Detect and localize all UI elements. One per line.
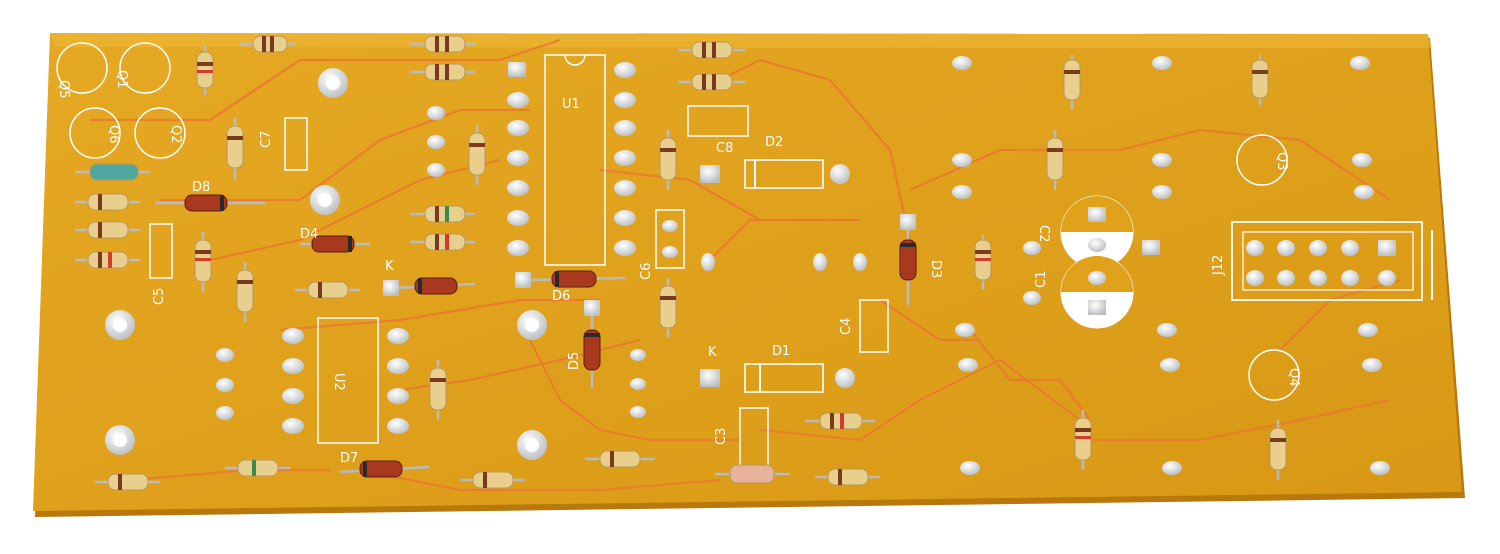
electrolytic-capacitors bbox=[1060, 195, 1134, 329]
label-d5: D5 bbox=[567, 352, 582, 370]
resistors bbox=[75, 35, 1287, 491]
label-u1: U1 bbox=[562, 97, 580, 112]
header-j12 bbox=[1231, 221, 1433, 301]
glass-diodes bbox=[155, 194, 917, 478]
mounting-holes bbox=[105, 68, 547, 460]
label-c1: C1 bbox=[1034, 271, 1049, 288]
label-d8: D8 bbox=[192, 180, 210, 195]
label-q5: Q5 bbox=[56, 80, 71, 99]
transistor-footprints bbox=[56, 42, 1300, 401]
ic-u1 bbox=[507, 54, 636, 266]
label-c5: C5 bbox=[152, 288, 167, 305]
label-q4: Q4 bbox=[1286, 368, 1301, 387]
label-k-d4: K bbox=[385, 259, 394, 274]
diode-footprints bbox=[700, 159, 855, 393]
label-u2: U2 bbox=[331, 373, 346, 391]
label-q2: Q2 bbox=[168, 125, 183, 144]
label-d6: D6 bbox=[552, 289, 570, 304]
label-d3: D3 bbox=[928, 260, 943, 278]
label-j12: J12 bbox=[1211, 255, 1226, 276]
label-d4: D4 bbox=[300, 227, 318, 242]
label-c2: C2 bbox=[1036, 225, 1051, 242]
label-k-d1: K bbox=[708, 345, 717, 360]
label-d7: D7 bbox=[340, 451, 358, 466]
label-c6: C6 bbox=[639, 263, 654, 280]
label-c7: C7 bbox=[259, 131, 274, 148]
ic-u2 bbox=[216, 317, 409, 444]
label-q6: Q6 bbox=[106, 125, 121, 144]
through-hole-pads bbox=[427, 56, 1390, 475]
silkscreen-labels: Q5 Q1 Q6 Q2 Q3 Q4 U1 U2 C1 C2 C3 C4 C5 C… bbox=[56, 70, 1301, 466]
label-d1: D1 bbox=[772, 344, 790, 359]
copper-traces bbox=[90, 38, 1401, 492]
label-q1: Q1 bbox=[114, 70, 129, 89]
label-d2: D2 bbox=[765, 135, 783, 150]
label-q3: Q3 bbox=[1274, 152, 1289, 171]
label-c8: C8 bbox=[716, 141, 733, 156]
label-c3: C3 bbox=[714, 428, 729, 445]
capacitor-footprints bbox=[149, 105, 889, 469]
label-c4: C4 bbox=[839, 318, 854, 335]
